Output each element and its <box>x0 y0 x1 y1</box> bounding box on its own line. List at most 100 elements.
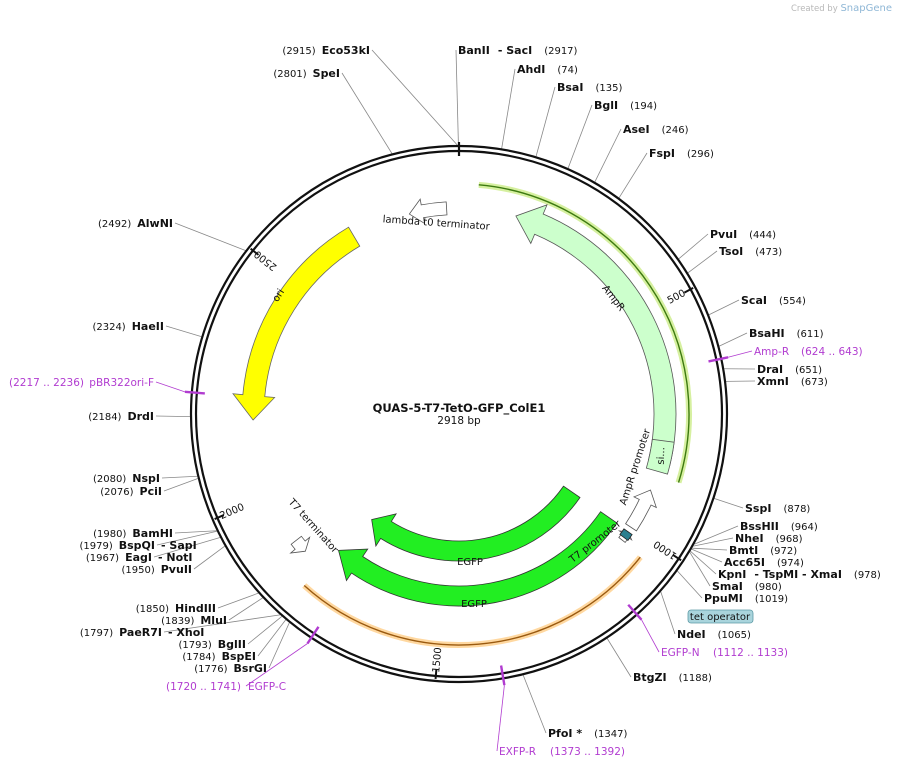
site-name[interactable]: KpnI <box>718 568 746 581</box>
site-leader-line <box>687 250 718 274</box>
site-name[interactable]: PciI <box>140 485 162 498</box>
restriction-site[interactable]: FspI(296) <box>649 147 714 160</box>
restriction-site[interactable]: BmtI(972) <box>729 544 797 557</box>
site-name[interactable]: FspI <box>649 147 675 160</box>
restriction-site[interactable]: PfoI *(1347) <box>548 727 627 740</box>
site-name[interactable]: AhdI <box>517 63 545 76</box>
site-name[interactable]: BsrGI <box>234 662 267 675</box>
restriction-site[interactable]: NheI(968) <box>735 532 803 545</box>
restriction-site[interactable]: KpnI(978)- TspMI - XmaI <box>718 568 881 581</box>
site-name[interactable]: PaeR7I <box>119 626 162 639</box>
site-name[interactable]: DraI <box>757 363 783 376</box>
site-extra-enzymes[interactable]: - NotI <box>158 551 193 564</box>
restriction-site[interactable]: SspI(878) <box>745 502 810 515</box>
site-name[interactable]: MluI <box>200 614 227 627</box>
restriction-site[interactable]: DrdI(2184) <box>88 410 154 423</box>
ampr-feature-arrow[interactable] <box>515 204 677 466</box>
primer-name[interactable]: Amp-R <box>754 346 789 358</box>
restriction-site[interactable]: PvuII(1950) <box>121 563 192 576</box>
restriction-site[interactable]: BsaHI(611) <box>749 327 824 340</box>
site-name[interactable]: BglI <box>594 99 618 112</box>
site-name[interactable]: Eco53kI <box>322 44 370 57</box>
site-name[interactable]: SpeI <box>313 67 340 80</box>
site-name[interactable]: SmaI <box>712 580 743 593</box>
restriction-site[interactable]: Acc65I(974) <box>724 556 804 569</box>
site-name[interactable]: PfoI * <box>548 727 582 740</box>
restriction-site[interactable]: AhdI(74) <box>517 63 578 76</box>
ampr-promoter-arrow[interactable] <box>625 489 657 532</box>
site-extra-enzymes[interactable]: - XhoI <box>168 626 204 639</box>
site-name[interactable]: EagI <box>125 551 152 564</box>
t7-terminator-arrow[interactable] <box>289 535 311 554</box>
site-name[interactable]: SspI <box>745 502 771 515</box>
restriction-site[interactable]: BspEI(1784) <box>182 650 256 663</box>
site-name[interactable]: BmtI <box>729 544 758 557</box>
site-name[interactable]: PvuI <box>710 228 737 241</box>
restriction-site[interactable]: PpuMI(1019) <box>704 592 788 605</box>
restriction-site[interactable]: PvuI(444) <box>710 228 776 241</box>
site-name[interactable]: PpuMI <box>704 592 743 605</box>
site-name[interactable]: BssHII <box>740 520 779 533</box>
restriction-site[interactable]: BglII(1793) <box>179 638 246 651</box>
site-name[interactable]: PvuII <box>161 563 192 576</box>
site-name[interactable]: NheI <box>735 532 764 545</box>
site-name[interactable]: HaeII <box>132 320 164 333</box>
site-name[interactable]: BtgZI <box>633 671 667 684</box>
site-name[interactable]: AseI <box>623 123 650 136</box>
site-name[interactable]: BamHI <box>132 527 173 540</box>
lambda-t0-terminator-arrow[interactable] <box>408 198 448 225</box>
site-name[interactable]: BspQI <box>119 539 155 552</box>
restriction-site[interactable]: NspI(2080) <box>93 472 160 485</box>
restriction-site[interactable]: Eco53kI(2915) <box>282 44 370 57</box>
restriction-site[interactable]: HaeII(2324) <box>92 320 164 333</box>
primer-name[interactable]: pBR322ori-F <box>89 377 154 389</box>
egfp-inner-arrow[interactable] <box>371 485 581 562</box>
restriction-site[interactable]: BsrGI(1776) <box>194 662 267 675</box>
restriction-site[interactable]: BtgZI(1188) <box>633 671 712 684</box>
restriction-site[interactable]: AlwNI(2492) <box>98 217 173 230</box>
restriction-site[interactable]: HindIII(1850) <box>136 602 216 615</box>
restriction-site[interactable]: BamHI(1980) <box>93 527 173 540</box>
site-name[interactable]: TsoI <box>719 245 743 258</box>
site-extra-enzymes[interactable]: - TspMI - XmaI <box>754 568 842 581</box>
site-name[interactable]: BspEI <box>222 650 256 663</box>
restriction-site[interactable]: PaeR7I(1797)- XhoI <box>80 626 205 639</box>
primer-name[interactable]: EGFP-C <box>248 681 286 693</box>
site-name[interactable]: BsaI <box>557 81 583 94</box>
restriction-site[interactable]: BsaI(135) <box>557 81 622 94</box>
restriction-site[interactable]: XmnI(673) <box>757 375 828 388</box>
primer-name[interactable]: EXFP-R <box>499 746 536 758</box>
site-name[interactable]: XmnI <box>757 375 789 388</box>
restriction-site[interactable]: TsoI(473) <box>719 245 782 258</box>
restriction-site[interactable]: BanII(2917)- SacI <box>458 44 578 57</box>
site-name[interactable]: BanII <box>458 44 490 57</box>
site-name[interactable]: Acc65I <box>724 556 765 569</box>
site-extra-enzymes[interactable]: - SacI <box>498 44 532 57</box>
site-name[interactable]: HindIII <box>175 602 216 615</box>
restriction-site[interactable]: BssHII(964) <box>740 520 818 533</box>
site-name[interactable]: DrdI <box>127 410 154 423</box>
restriction-site[interactable]: ScaI(554) <box>741 294 806 307</box>
restriction-site[interactable]: PciI(2076) <box>100 485 162 498</box>
signal-sequence-box[interactable] <box>645 438 675 475</box>
restriction-site[interactable]: SmaI(980) <box>712 580 782 593</box>
site-name[interactable]: BglII <box>218 638 246 651</box>
restriction-site[interactable]: BspQI(1979)- SapI <box>79 539 196 552</box>
restriction-site[interactable]: NdeI(1065) <box>677 628 751 641</box>
site-name[interactable]: NdeI <box>677 628 706 641</box>
egfp-outer-arrow[interactable] <box>338 511 618 607</box>
site-name[interactable]: ScaI <box>741 294 767 307</box>
restriction-site[interactable]: AseI(246) <box>623 123 689 136</box>
site-name[interactable]: BsaHI <box>749 327 785 340</box>
site-name[interactable]: AlwNI <box>137 217 173 230</box>
primer-name[interactable]: EGFP-N <box>661 647 700 659</box>
restriction-site[interactable]: MluI(1839) <box>161 614 227 627</box>
restriction-site[interactable]: SpeI(2801) <box>273 67 340 80</box>
tet-operator-box[interactable] <box>619 528 633 542</box>
restriction-site[interactable]: EagI(1967)- NotI <box>86 551 193 564</box>
restriction-site[interactable]: BglI(194) <box>594 99 657 112</box>
site-extra-enzymes[interactable]: - SapI <box>161 539 197 552</box>
ori-feature-arrow[interactable] <box>232 226 361 421</box>
restriction-site[interactable]: DraI(651) <box>757 363 822 376</box>
site-name[interactable]: NspI <box>132 472 160 485</box>
